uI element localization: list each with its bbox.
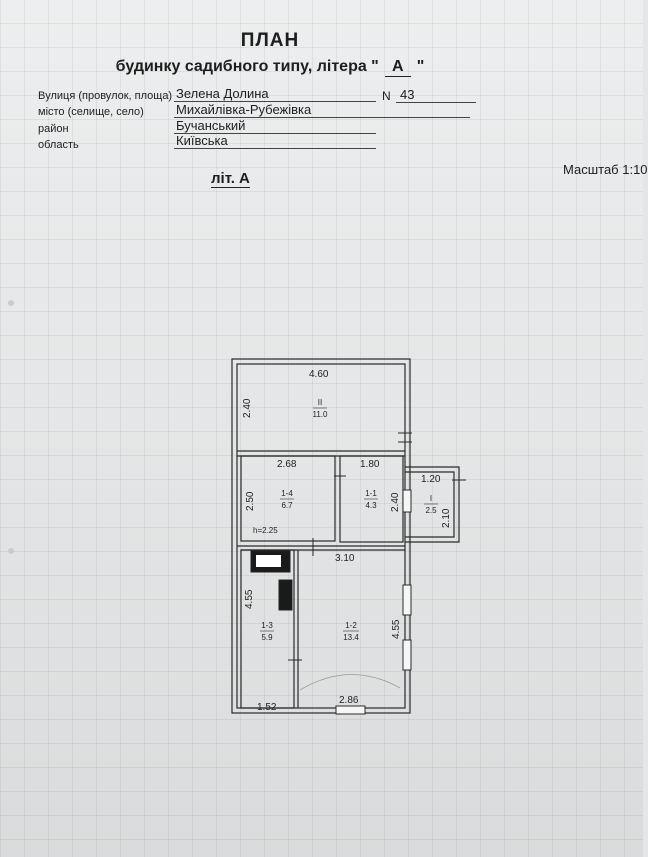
document-title: ПЛАН xyxy=(240,30,300,51)
window-icon xyxy=(402,639,412,671)
binding-hole xyxy=(8,548,14,554)
subtitle-prefix: будинку садибного типу, літера " xyxy=(115,58,379,75)
room-area: 13.4 xyxy=(343,633,359,642)
window-icon xyxy=(402,584,412,616)
dim-bottom-right: 2.86 xyxy=(339,695,359,706)
room-area: 11.0 xyxy=(313,410,329,419)
dim-right-height: 4.55 xyxy=(391,619,402,639)
region-label: область xyxy=(38,139,79,151)
door-marks xyxy=(288,432,466,661)
district-value: Бучанський xyxy=(174,118,376,134)
furniture-outline xyxy=(299,674,401,691)
liter-value: А xyxy=(384,58,411,77)
room-1-3: 1-3 5.9 xyxy=(260,621,274,642)
room-I: I 2.5 xyxy=(424,494,438,515)
street-label: Вулиця (провулок, площа) xyxy=(38,90,173,102)
room-area: 5.9 xyxy=(261,633,273,642)
dim-r14-height: 2.50 xyxy=(245,491,256,511)
dim-bottom-left: 1.52 xyxy=(257,702,277,713)
dim-left-height: 4.55 xyxy=(244,589,255,609)
room-1-1: 1-1 4.3 xyxy=(364,489,378,510)
dim-r11-height: 2.40 xyxy=(390,492,401,512)
chimney-icon xyxy=(278,579,293,611)
room-area: 4.3 xyxy=(365,501,377,510)
binding-hole xyxy=(8,300,14,306)
dim-top-height: 2.40 xyxy=(242,398,253,418)
wall-lines xyxy=(231,358,460,714)
window-icon xyxy=(402,489,412,513)
district-label: район xyxy=(38,123,69,135)
number-label: N xyxy=(382,89,391,103)
city-value: Михайлівка-Рубежівка xyxy=(174,102,470,118)
street-value: Зелена Долина xyxy=(174,86,376,102)
liter-heading: літ. А xyxy=(211,170,250,188)
room-id: 1-4 xyxy=(281,489,293,498)
dim-r14-width: 2.68 xyxy=(277,459,297,470)
room-1-4: 1-4 6.7 xyxy=(280,489,294,510)
document-subtitle: будинку садибного типу, літера " А " xyxy=(0,58,540,77)
dim-top-width: 4.60 xyxy=(309,369,329,380)
dim-porch-width: 1.20 xyxy=(421,474,441,485)
window-icon xyxy=(335,705,366,715)
region-value: Київська xyxy=(174,133,376,149)
dim-r11-width: 1.80 xyxy=(360,459,380,470)
subtitle-suffix: " xyxy=(416,58,425,75)
number-value: 43 xyxy=(396,87,476,103)
room-II: II 11.0 xyxy=(313,398,329,419)
room-id: I xyxy=(430,494,432,503)
room-id: 1-1 xyxy=(365,489,377,498)
ceiling-height: h=2.25 xyxy=(253,526,278,535)
windows xyxy=(335,489,412,715)
dim-porch-height: 2.10 xyxy=(441,508,452,528)
room-id: 1-2 xyxy=(345,621,357,630)
room-area: 6.7 xyxy=(281,501,293,510)
room-id: 1-3 xyxy=(261,621,273,630)
stove-opening-icon xyxy=(256,555,281,567)
room-area: 2.5 xyxy=(425,506,437,515)
city-label: місто (селище, село) xyxy=(38,106,144,118)
room-id: II xyxy=(318,398,322,407)
room-1-2: 1-2 13.4 xyxy=(343,621,359,642)
scale-label: Масштаб 1:10 xyxy=(563,162,648,177)
dim-mid-width: 3.10 xyxy=(335,553,355,564)
